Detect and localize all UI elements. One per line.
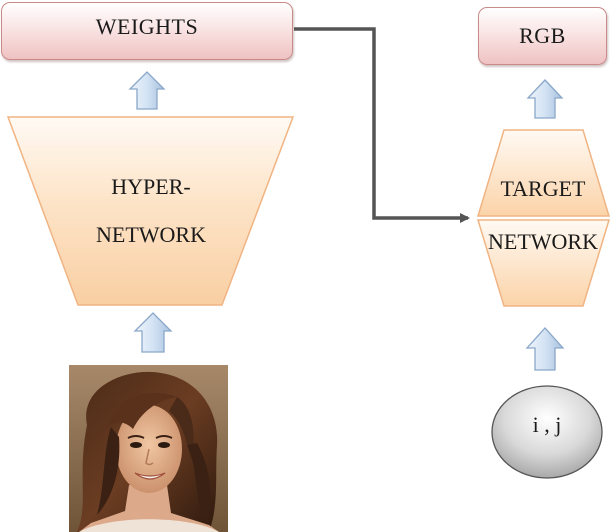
hypernetwork-trapezoid (6, 116, 295, 306)
target-network-label-line-2: NETWORK (488, 229, 598, 254)
target-network-top-half (476, 129, 611, 217)
up-arrow-icon (133, 312, 173, 353)
coordinates-ellipse (491, 385, 603, 479)
weights-label: WEIGHTS (95, 14, 199, 39)
target-network-label-line-1: TARGET (500, 176, 586, 201)
target-network-bottom-half (476, 219, 611, 307)
hypernetwork-label-line-2: NETWORK (96, 222, 206, 247)
portrait-drawing (69, 365, 228, 532)
up-arrow-icon (128, 71, 166, 110)
rgb-box: RGB (478, 7, 607, 65)
weights-to-target-connector (294, 27, 470, 223)
up-arrow-icon (525, 327, 565, 371)
rgb-label: RGB (519, 23, 566, 48)
weights-box: WEIGHTS (1, 2, 293, 60)
up-arrow-icon (526, 79, 564, 119)
input-portrait-image (69, 365, 228, 532)
coordinates-label: i , j (532, 412, 562, 437)
hypernetwork-label-line-1: HYPER- (111, 174, 191, 199)
